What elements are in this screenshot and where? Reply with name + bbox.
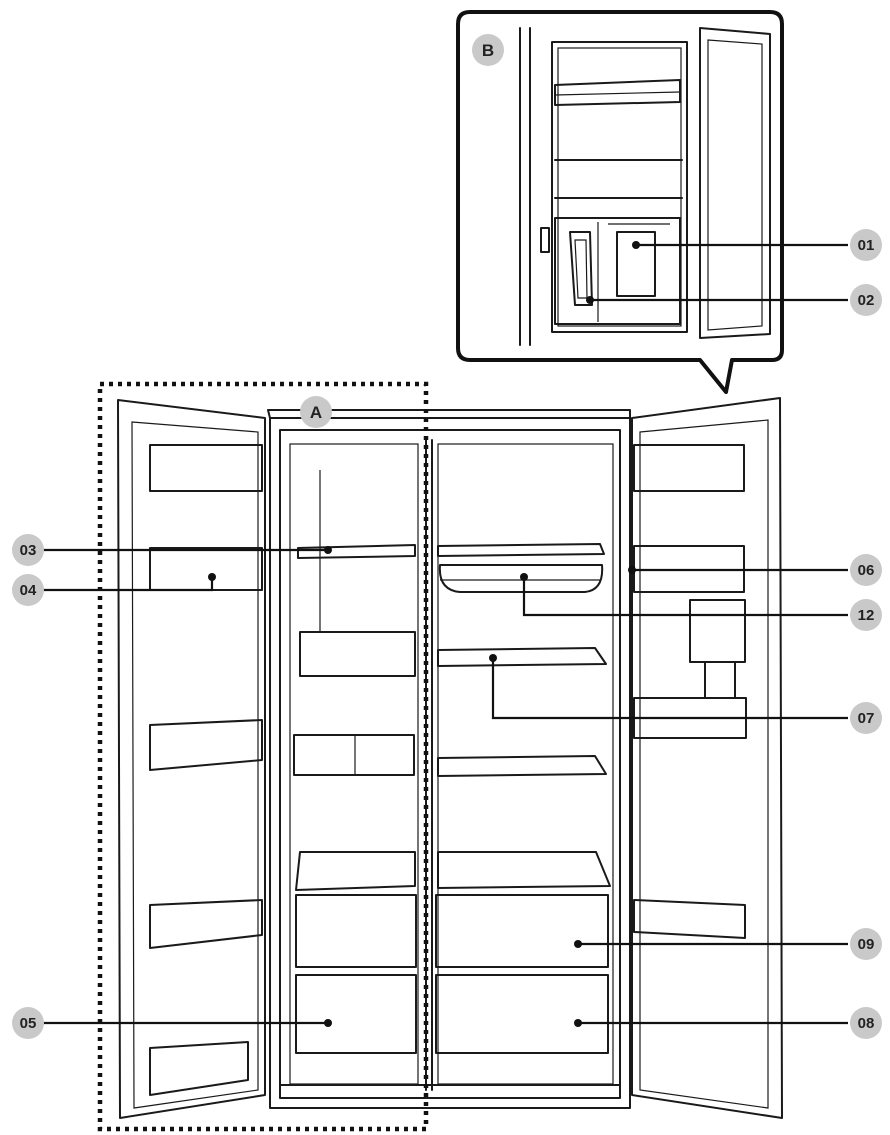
svg-text:01: 01 [858,237,875,254]
svg-text:09: 09 [858,936,875,953]
svg-text:B: B [482,41,494,60]
svg-text:05: 05 [20,1015,37,1032]
callout-04: 04 [12,574,44,606]
callout-03: 03 [12,534,44,566]
zone-a-dashed-frame [97,381,429,1132]
callout-09: 09 [850,928,882,960]
refrigerator-body [117,397,783,1119]
callout-07: 07 [850,702,882,734]
svg-text:07: 07 [858,710,875,727]
callout-05: 05 [12,1007,44,1039]
callout-06: 06 [850,554,882,586]
svg-text:08: 08 [858,1015,875,1032]
svg-text:03: 03 [20,542,37,559]
callout-08: 08 [850,1007,882,1039]
svg-text:02: 02 [858,292,875,309]
svg-text:06: 06 [858,562,875,579]
callout-02: 02 [850,284,882,316]
leader-lines [38,243,848,1025]
badge-a: A [300,396,332,428]
svg-text:A: A [310,403,322,422]
callout-12: 12 [850,599,882,631]
svg-text:04: 04 [20,582,37,599]
badge-b: B [472,34,504,66]
svg-text:12: 12 [858,607,875,624]
callout-01: 01 [850,229,882,261]
callout-dots [208,241,640,1027]
detail-view-b [456,10,784,394]
